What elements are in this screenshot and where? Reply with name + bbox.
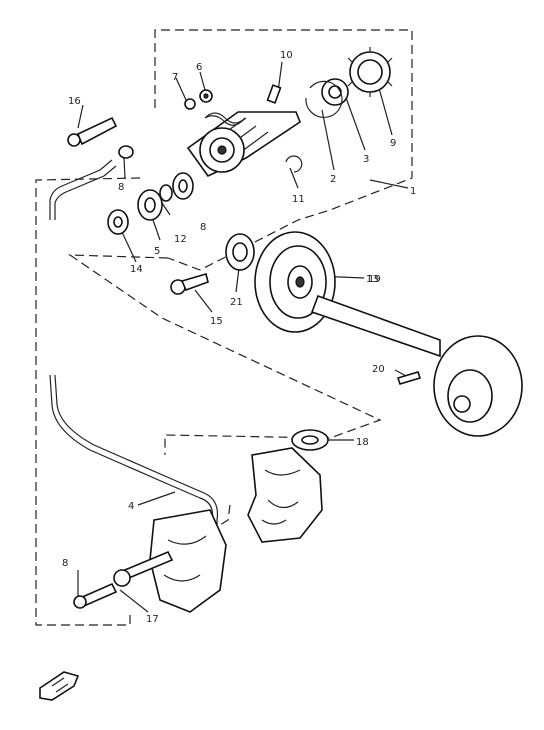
label-18: 18 <box>356 437 369 448</box>
large-gear-assembly <box>225 231 523 437</box>
label-20: 20 <box>372 364 385 375</box>
washer-stack <box>107 145 194 235</box>
starter-shaft-assembly <box>186 47 393 178</box>
lower-housing <box>149 429 329 613</box>
assembly-boundary-right <box>219 504 231 526</box>
label-8: 8 <box>200 222 206 233</box>
label-2: 2 <box>330 174 336 185</box>
bolt-16 <box>67 116 118 147</box>
label-14: 14 <box>130 264 143 275</box>
label-9: 9 <box>390 138 396 149</box>
assembly-boundary-upper <box>154 29 413 271</box>
label-5: 5 <box>154 246 160 257</box>
label-8c: 8 <box>62 558 68 569</box>
label-13: 13 <box>366 274 379 285</box>
front-arrow-icon <box>39 671 80 701</box>
label-17: 17 <box>146 614 159 625</box>
label-4: 4 <box>128 501 134 512</box>
label-16: 16 <box>68 96 81 107</box>
assembly-boundary-lower <box>67 254 382 455</box>
label-1: 1 <box>410 186 416 197</box>
label-11: 11 <box>292 194 305 205</box>
label-6: 6 <box>196 62 202 73</box>
bolt-15 <box>170 272 209 295</box>
label-10: 10 <box>280 50 293 61</box>
assembly-boundary-left <box>35 177 141 626</box>
label-19: 19 <box>368 274 381 285</box>
label-8b: 8 <box>118 182 124 193</box>
label-3: 3 <box>363 154 369 165</box>
part-labels: 1 2 3 4 5 6 7 8 8 8 9 10 11 12 13 14 15 … <box>62 50 416 625</box>
lever-17 <box>73 550 174 609</box>
label-15: 15 <box>210 316 223 327</box>
label-7: 7 <box>172 72 178 83</box>
small-fasteners <box>184 89 213 110</box>
label-21: 21 <box>230 297 243 308</box>
label-12: 12 <box>174 234 187 245</box>
cable-4 <box>49 159 219 530</box>
